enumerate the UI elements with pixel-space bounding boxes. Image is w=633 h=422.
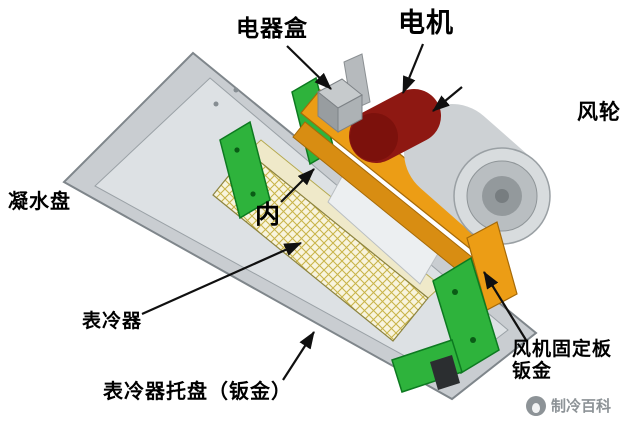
inner-arrow	[280, 168, 315, 203]
fan-wheel-label: 风轮	[577, 100, 621, 124]
fan-fixing-plate-label: 风机固定板 钣金	[512, 338, 612, 383]
fan-wheel-arrow	[432, 86, 463, 112]
bracket-hole	[452, 289, 458, 295]
surface-cooler-arrow	[141, 241, 303, 316]
bracket-hole	[470, 337, 476, 343]
cooler-tray-label: 表冷器托盘（钣金）	[103, 379, 292, 403]
cooler-tray-arrow	[282, 331, 315, 381]
electrical-box-arrow	[286, 45, 332, 90]
fan-fixing-end-plate	[466, 221, 518, 311]
pan-hole	[213, 101, 219, 107]
electrical-box-side	[337, 94, 363, 133]
fan-fixing-plate-label-line1: 风机固定板	[512, 338, 613, 360]
coil-support-bar	[391, 339, 463, 393]
pan-hole	[233, 87, 239, 93]
inner-label: 内	[255, 200, 282, 229]
electrical-box-label: 电器盒	[236, 16, 308, 42]
surface-cooler-label: 表冷器	[82, 310, 143, 332]
bracket-foot	[430, 355, 460, 390]
watermark: 制冷百科	[526, 395, 611, 416]
bracket-hole	[250, 191, 256, 197]
motor-end-cap	[350, 113, 398, 161]
motor-label: 电机	[398, 8, 454, 39]
condensate-pan-label: 凝水盘	[8, 189, 71, 213]
watermark-logo-icon	[526, 395, 546, 416]
watermark-text: 制冷百科	[551, 397, 612, 415]
fan-plate-arrow	[483, 271, 527, 341]
bracket-hole	[234, 147, 240, 153]
fan-fixing-plate-label-line2: 钣金	[512, 360, 553, 383]
coil-bracket-left	[219, 120, 271, 220]
fan-hub	[495, 189, 509, 203]
motor-arrow	[401, 43, 425, 95]
